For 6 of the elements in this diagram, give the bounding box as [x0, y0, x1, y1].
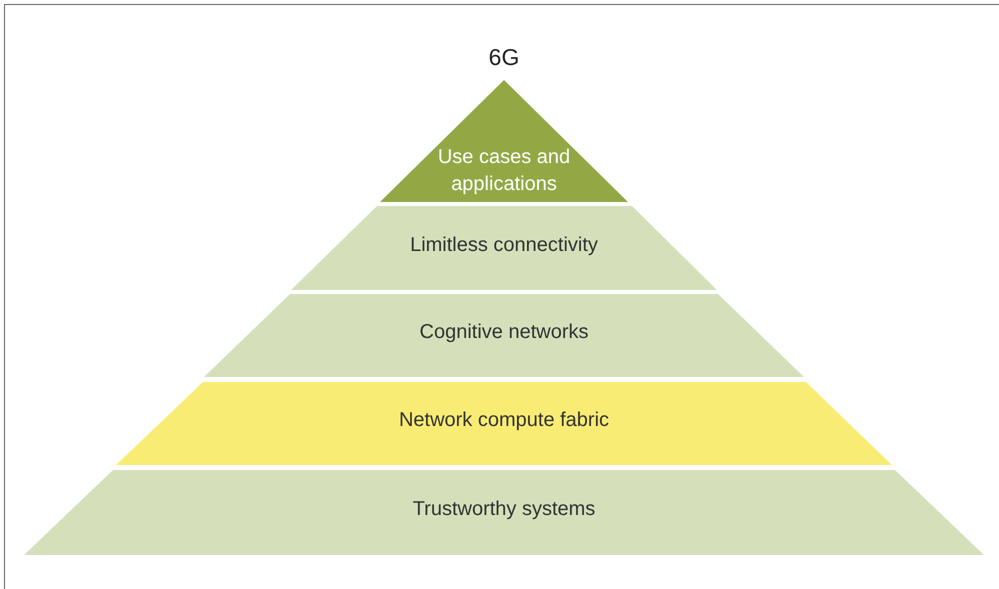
tier-label: Use cases and applications: [436, 145, 572, 197]
tier-label: Cognitive networks: [418, 320, 590, 345]
tier-label: Trustworthy systems: [412, 497, 596, 522]
tier-label: Network compute fabric: [398, 408, 610, 433]
tier-label: Limitless connectivity: [409, 232, 599, 258]
pyramid-title: 6G: [488, 44, 520, 71]
